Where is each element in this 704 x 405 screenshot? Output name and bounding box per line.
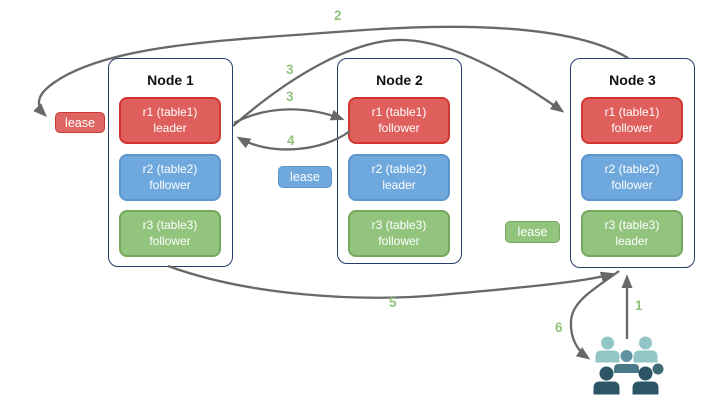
node-2-replica-r3: r3 (table3) follower (348, 210, 450, 257)
lease-badge-r3: lease (505, 221, 560, 243)
replica-role: leader (615, 233, 649, 248)
replica-role: leader (153, 120, 187, 135)
arrow-step-5-response (167, 264, 615, 299)
node-1: Node 1 r1 (table1) leader r2 (table2) fo… (108, 58, 233, 267)
users-group-icon (593, 336, 664, 395)
node-1-replica-r2: r2 (table2) follower (119, 154, 221, 201)
replica-role: follower (149, 233, 191, 248)
step-label-6: 6 (555, 320, 563, 335)
replica-name: r2 (table2) (371, 161, 427, 176)
node-1-replica-r1: r1 (table1) leader (119, 97, 221, 144)
node-3-replica-r1: r1 (table1) follower (581, 97, 683, 144)
lease-badge-r1: lease (55, 112, 105, 133)
step-label-3a: 3 (286, 62, 294, 77)
replica-role: follower (378, 120, 420, 135)
replica-name: r3 (table3) (142, 217, 198, 232)
replica-role: follower (149, 177, 191, 192)
step-label-5: 5 (389, 295, 397, 310)
step-label-4: 4 (287, 133, 295, 148)
arrow-step-3-to-node2 (233, 108, 345, 125)
node-2-replica-r2: r2 (table2) leader (348, 154, 450, 201)
replica-name: r1 (table1) (604, 104, 660, 119)
replica-name: r2 (table2) (604, 161, 660, 176)
replica-name: r3 (table3) (604, 217, 660, 232)
replica-role: follower (378, 233, 420, 248)
lease-badge-r2: lease (278, 166, 332, 188)
replica-name: r1 (table1) (142, 104, 198, 119)
node-2-title: Node 2 (376, 72, 423, 88)
node-1-title: Node 1 (147, 72, 194, 88)
node-2-replica-r1: r1 (table1) follower (348, 97, 450, 144)
node-3-title: Node 3 (609, 72, 656, 88)
step-label-1: 1 (635, 298, 643, 313)
node-3-replica-r2: r2 (table2) follower (581, 154, 683, 201)
node-2: Node 2 r1 (table1) follower r2 (table2) … (337, 58, 462, 264)
step-label-3b: 3 (286, 89, 294, 104)
node-3-replica-r3: r3 (table3) leader (581, 210, 683, 257)
replica-role: follower (611, 177, 653, 192)
replica-role: follower (611, 120, 653, 135)
replica-name: r2 (table2) (142, 161, 198, 176)
replica-name: r1 (table1) (371, 104, 427, 119)
node-1-replica-r3: r3 (table3) follower (119, 210, 221, 257)
step-label-2: 2 (334, 8, 342, 23)
replica-name: r3 (table3) (371, 217, 427, 232)
node-3: Node 3 r1 (table1) follower r2 (table2) … (570, 58, 695, 268)
replica-role: leader (382, 177, 416, 192)
